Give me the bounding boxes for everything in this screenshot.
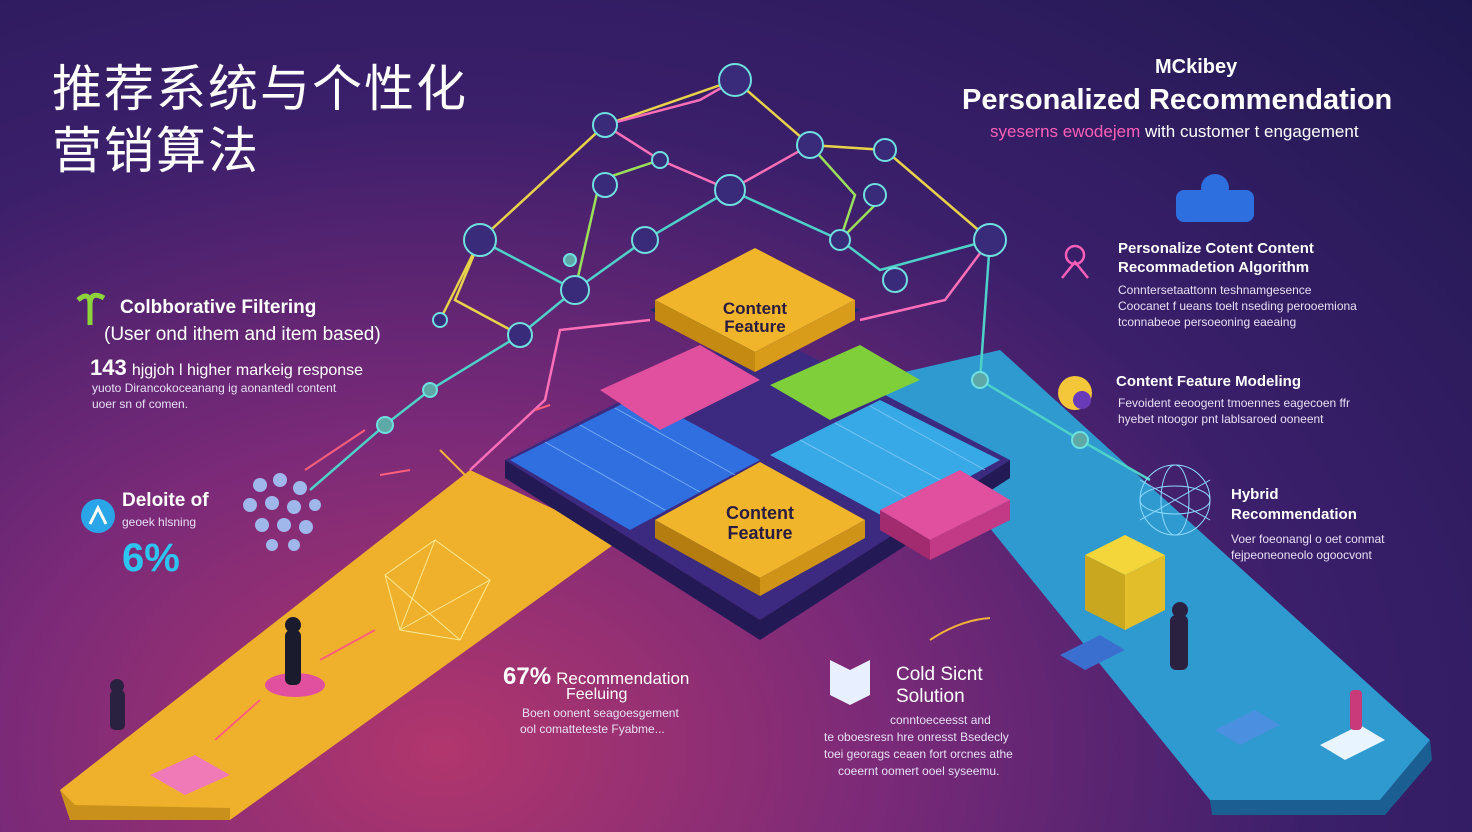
hybrid-title-1: Hybrid	[1231, 486, 1279, 503]
algo-title-2: Recommadetion Algorithm	[1118, 259, 1310, 276]
rec-title-2: Feeluing	[566, 686, 628, 703]
tile-mid-line1: Content	[726, 503, 794, 523]
yellow-path-strip	[60, 470, 620, 820]
blue-grid-tile	[510, 395, 760, 530]
content-feature-label-mid: Content Feature	[705, 503, 815, 543]
deloitte-icon	[81, 499, 115, 533]
tile-top-line2: Feature	[724, 317, 786, 336]
cold-title-2: Solution	[896, 686, 965, 707]
cold-title-1: Cold Sicnt	[896, 664, 983, 685]
algo-line-1: Conntersetaattonn teshnamgesence	[1118, 283, 1312, 297]
page-title: 推荐系统与个性化 营销算法	[52, 58, 532, 182]
algo-line-2: Coocanet f ueans toelt nseding perooemio…	[1118, 299, 1357, 313]
cfm-line-2: hyebet ntoogor pnt lablsaroed ooneent	[1118, 412, 1324, 426]
stat-143: 143 hjgjoh l higher markeig response	[90, 355, 363, 381]
cf-title: Colbborative Filtering	[120, 297, 317, 318]
rec-stat: 67%	[503, 663, 552, 690]
cold-line-4: coeernt oomert ooel syseemu.	[838, 764, 1000, 778]
stat-143-number: 143	[90, 355, 127, 380]
collaborative-filtering-icon	[76, 292, 106, 325]
subtitle-rest: with customer t engagement	[1144, 122, 1359, 141]
brand-name: MCkibey	[1155, 56, 1238, 78]
cold-line-1: conntoeceesst and	[890, 713, 991, 727]
cfm-line-1: Fevoident eeoogent tmoennes eagecoen ffr	[1118, 396, 1350, 410]
algo-title-1: Personalize Cotent Content	[1118, 240, 1314, 257]
cfm-title: Content Feature Modeling	[1116, 373, 1301, 390]
algo-line-3: tconnabeoe persoeoning eaeaing	[1118, 315, 1297, 329]
subtitle: syeserns ewodejem with customer t engage…	[990, 122, 1359, 142]
deloitte-sub: geoek hlsning	[122, 515, 197, 529]
subtitle-highlight: syeserns ewodejem	[990, 122, 1141, 141]
tile-mid-line2: Feature	[727, 523, 793, 543]
pink-block	[880, 470, 1010, 540]
stat-143-line3: uoer sn of comen.	[92, 397, 189, 411]
deloitte-title: Deloite of	[122, 490, 209, 511]
book-icon	[830, 660, 870, 705]
algorithm-icon	[1064, 244, 1086, 266]
hybrid-line-1: Voer foeonangl o oet conmat	[1231, 532, 1385, 546]
rec-line-1: Boen oonent seagoesgement	[522, 706, 679, 720]
cf-subtitle: (User ond ithem and item based)	[104, 324, 381, 345]
user-group-icon	[1176, 174, 1254, 222]
deloitte-stat: 6%	[122, 536, 180, 580]
cluster-dots	[243, 473, 321, 551]
tile-top-line1: Content	[722, 299, 788, 318]
hybrid-mesh-icon	[1139, 464, 1211, 536]
stat-143-text: hjgjoh l higher markeig response	[131, 362, 364, 379]
content-feature-label-top: Content Feature	[705, 300, 805, 336]
rec-stat-block: 67% Recommendation	[503, 663, 689, 691]
hybrid-line-2: fejpeoneoneolo ogoocvont	[1231, 548, 1372, 562]
cold-line-3: toei georags ceaen fort orcnes athe	[824, 747, 1013, 761]
title-line-1: 推荐系统与个性化	[52, 60, 468, 118]
stat-143-line2: yuoto Dirancokoceanang ig aonantedl cont…	[92, 381, 337, 395]
hybrid-title-2: Recommendation	[1231, 506, 1357, 523]
cold-line-2: te oboesresn hre onresst Bsedecly	[824, 730, 1009, 744]
title-line-2: 营销算法	[52, 122, 260, 180]
rec-title: Recommendation	[556, 669, 690, 688]
headline: Personalized Recommendation	[962, 84, 1393, 116]
rec-line-2: ool comatteteste Fyabme...	[520, 722, 665, 736]
